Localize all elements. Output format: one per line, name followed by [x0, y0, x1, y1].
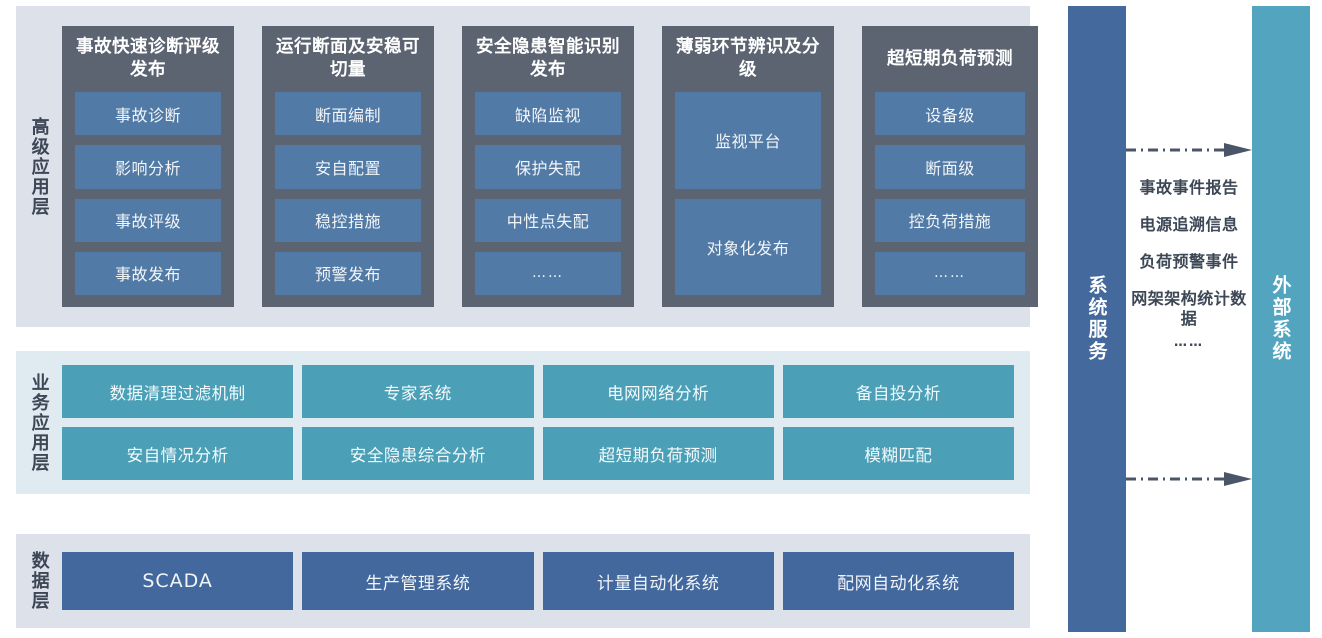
advanced-item[interactable]: 事故评级 [75, 198, 221, 242]
advanced-item[interactable]: 中性点失配 [475, 198, 621, 242]
data-item[interactable]: 配网自动化系统 [782, 552, 1014, 610]
advanced-item[interactable]: 保护失配 [475, 145, 621, 189]
advanced-item[interactable]: 设备级 [875, 92, 1025, 136]
external-system-bar[interactable]: 外部系统 [1252, 6, 1310, 632]
advanced-item[interactable]: 监视平台 [675, 92, 821, 189]
business-item[interactable]: 安自情况分析 [62, 427, 294, 480]
column-title: 超短期负荷预测 [887, 48, 1013, 69]
flow-arrow-top-icon [1126, 143, 1252, 157]
advanced-item[interactable]: 对象化发布 [675, 198, 821, 295]
column-title: 运行断面及安稳可切量 [276, 37, 420, 80]
data-grid: SCADA 生产管理系统 计量自动化系统 配网自动化系统 [62, 534, 1030, 628]
advanced-column-operation-section[interactable]: 运行断面及安稳可切量 断面编制 安自配置 稳控措施 预警发布 [262, 26, 434, 307]
business-item[interactable]: 超短期负荷预测 [542, 427, 774, 480]
flow-label: 负荷预警事件 [1139, 252, 1239, 271]
advanced-application-layer: 高级应用层 事故快速诊断评级发布 事故诊断 影响分析 事故评级 事故发布 运行断… [16, 6, 1038, 327]
flow-label: 电源追溯信息 [1139, 215, 1239, 234]
business-item[interactable]: 安全隐患综合分析 [302, 427, 534, 480]
data-layer: 数据层 SCADA 生产管理系统 计量自动化系统 配网自动化系统 [16, 534, 1030, 628]
business-item[interactable]: 电网网络分析 [542, 365, 774, 418]
advanced-item[interactable]: 预警发布 [275, 251, 421, 295]
business-layer-label: 业务应用层 [28, 372, 50, 473]
flow-label-list: 事故事件报告 电源追溯信息 负荷预警事件 网架架构统计数据 …… [1126, 178, 1252, 351]
advanced-item-ellipsis[interactable]: …… [475, 251, 621, 295]
flow-label: 网架架构统计数据 [1131, 289, 1247, 328]
advanced-layer-label: 高级应用层 [28, 116, 50, 217]
advanced-item[interactable]: 事故发布 [75, 251, 221, 295]
system-service-bar[interactable]: 系统服务 [1068, 6, 1126, 632]
advanced-item[interactable]: 断面编制 [275, 92, 421, 136]
data-item[interactable]: 计量自动化系统 [542, 552, 774, 610]
flow-label: 事故事件报告 [1139, 178, 1239, 197]
layer-stack: 高级应用层 事故快速诊断评级发布 事故诊断 影响分析 事故评级 事故发布 运行断… [16, 6, 1038, 628]
column-title: 薄弱环节辨识及分级 [676, 37, 820, 80]
data-layer-label: 数据层 [28, 551, 50, 611]
flow-label-ellipsis: …… [1174, 335, 1204, 350]
advanced-item[interactable]: 断面级 [875, 145, 1025, 189]
column-title: 事故快速诊断评级发布 [76, 37, 220, 80]
business-item[interactable]: 模糊匹配 [782, 427, 1014, 480]
integration-panel: 系统服务 外部系统 事故事件报告 电源追溯信息 负荷预警事件 网架架构统计数据 … [1046, 0, 1322, 638]
data-item[interactable]: 生产管理系统 [302, 552, 534, 610]
business-item[interactable]: 数据清理过滤机制 [62, 365, 294, 418]
advanced-column-weak-link[interactable]: 薄弱环节辨识及分级 监视平台 对象化发布 [662, 26, 834, 307]
business-grid: 数据清理过滤机制 专家系统 电网网络分析 备自投分析 安自情况分析 安全隐患综合… [62, 351, 1030, 494]
advanced-item[interactable]: 事故诊断 [75, 92, 221, 136]
data-item-scada[interactable]: SCADA [62, 552, 294, 610]
advanced-item-ellipsis[interactable]: …… [875, 251, 1025, 295]
advanced-item[interactable]: 安自配置 [275, 145, 421, 189]
advanced-column-load-forecast[interactable]: 超短期负荷预测 设备级 断面级 控负荷措施 …… [862, 26, 1038, 307]
advanced-item[interactable]: 影响分析 [75, 145, 221, 189]
business-item[interactable]: 专家系统 [302, 365, 534, 418]
advanced-column-accident-diagnosis[interactable]: 事故快速诊断评级发布 事故诊断 影响分析 事故评级 事故发布 [62, 26, 234, 307]
flow-arrow-bottom-icon [1126, 472, 1252, 486]
advanced-item[interactable]: 稳控措施 [275, 198, 421, 242]
business-item[interactable]: 备自投分析 [782, 365, 1014, 418]
advanced-item[interactable]: 控负荷措施 [875, 198, 1025, 242]
flow-area: 事故事件报告 电源追溯信息 负荷预警事件 网架架构统计数据 …… [1126, 0, 1252, 638]
business-application-layer: 业务应用层 数据清理过滤机制 专家系统 电网网络分析 备自投分析 安自情况分析 … [16, 351, 1030, 494]
advanced-column-safety-hazard[interactable]: 安全隐患智能识别发布 缺陷监视 保护失配 中性点失配 …… [462, 26, 634, 307]
column-title: 安全隐患智能识别发布 [476, 37, 620, 80]
advanced-item[interactable]: 缺陷监视 [475, 92, 621, 136]
advanced-columns: 事故快速诊断评级发布 事故诊断 影响分析 事故评级 事故发布 运行断面及安稳可切… [62, 6, 1054, 327]
